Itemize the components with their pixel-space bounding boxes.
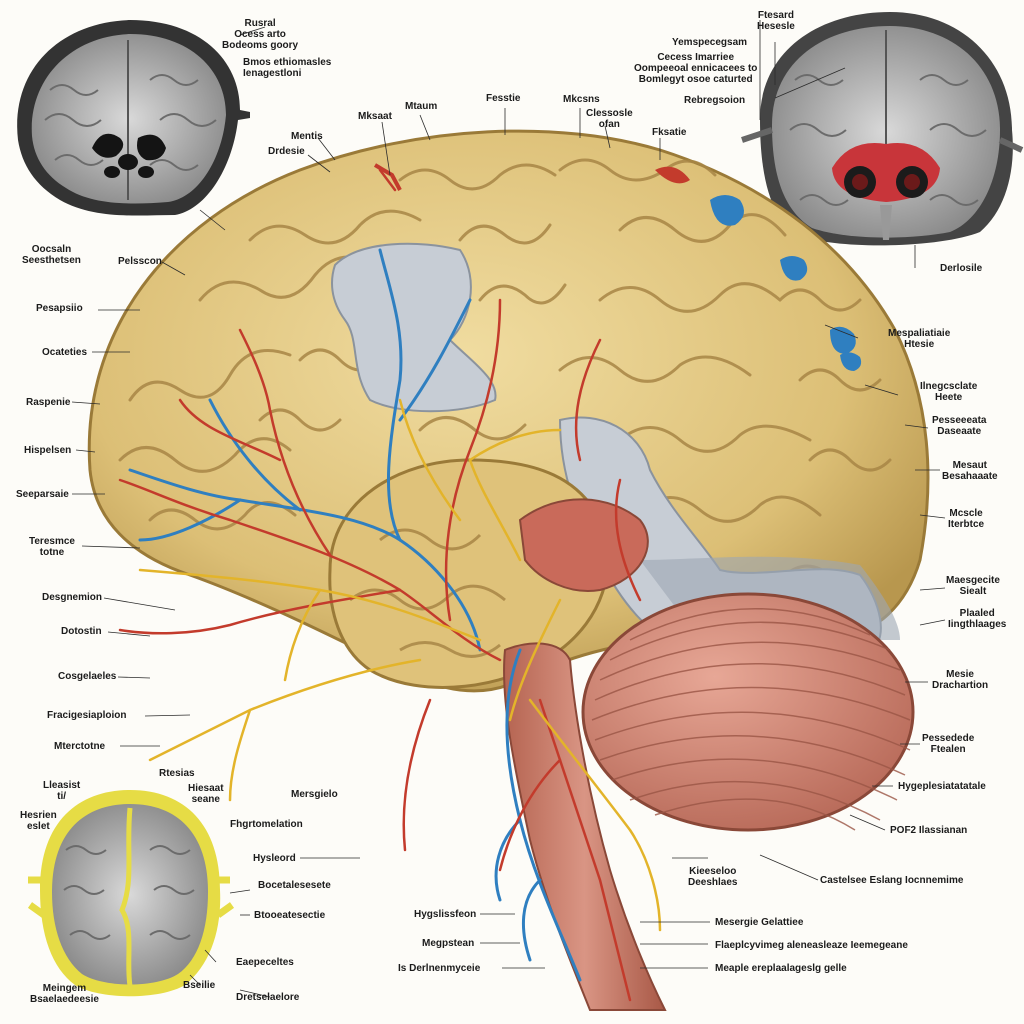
label-top-mentis: Mentis [291,131,323,142]
cerebrum [87,129,930,693]
label-bl-mersgielo: Mersgielo [291,789,338,800]
label-mid-megpstean: Megpstean [422,938,475,949]
label-top-mkcsns: Mkcsns [563,94,600,105]
scan-bottom-left [27,790,235,997]
label-left-raspenie: Raspenie [26,397,71,408]
label-left-seeparsaie: Seeparsaie [16,489,69,500]
scan-top-left [17,20,251,216]
label-top-mtaum: Mtaum [405,101,438,112]
label-top-yemspecegsam: Yemspecegsam [672,37,748,48]
main-brain [87,129,930,1011]
label-mid-meaple: Meaple ereplaalageslg gelle [715,963,847,974]
label-left-hispelsen: Hispelsen [24,445,72,456]
cerebellum [581,592,915,832]
label-right-derlosile: Derlosile [940,263,983,274]
label-left-mterctotne: Mterctotne [54,741,106,752]
label-right-pof2: POF2 Ilassianan [890,825,968,836]
label-bl-hysleord: Hysleord [253,853,296,864]
brainstem [503,642,667,1011]
label-mid-flaeplcyvimeg: Flaeplcyvimeg aleneasleaze Ieemegeane [715,940,908,951]
label-left-ocateties: Ocateties [42,347,88,358]
label-left-pesapsiio: Pesapsiio [36,303,83,314]
label-mid-mesergie: Mesergie Gelattiee [715,917,804,928]
leader-lines [71,20,946,998]
label-right-castelsee: Castelsee Eslang Iocnnemime [820,875,964,886]
label-top-fesstie: Fesstie [486,93,521,104]
label-bl-rtesias: Rtesias [159,768,195,779]
label-top-drdesie: Drdesie [268,146,305,157]
label-mid-derlnenmyceie: Is Derlnenmyceie [398,963,481,974]
label-top-rebregsoion: Rebregsoion [684,95,746,106]
label-mid-hygslissfeon: Hygslissfeon [414,909,477,920]
label-bl-bocetalesesete: Bocetalesesete [258,880,331,891]
label-left-fracigesiaploion: Fracigesiaploion [47,710,127,721]
scan-top-right [741,12,1024,246]
label-top-fksatie: Fksatie [652,127,687,138]
label-bl-btooeatesectie: Btooeatesectie [254,910,326,921]
gray-matter-band-upper [331,242,497,413]
label-top-mksaat: Mksaat [358,111,392,122]
label-left-dotostin: Dotostin [61,626,102,637]
label-left-cosgelaeles: Cosgelaeles [58,671,117,682]
label-right-hygeplesiatatatale: Hygeplesiatatatale [898,781,986,792]
label-bl-bseilie: Bseilie [183,980,216,991]
label-bl-fhgrtomelation: Fhgrtomelation [230,819,303,830]
label-left-pelsscon: Pelsscon [118,256,162,267]
label-bl-eaepeceltes: Eaepeceltes [236,957,294,968]
label-bl-dretselaelore: Dretselaelore [236,992,300,1003]
label-left-desgnemion: Desgnemion [42,592,103,603]
